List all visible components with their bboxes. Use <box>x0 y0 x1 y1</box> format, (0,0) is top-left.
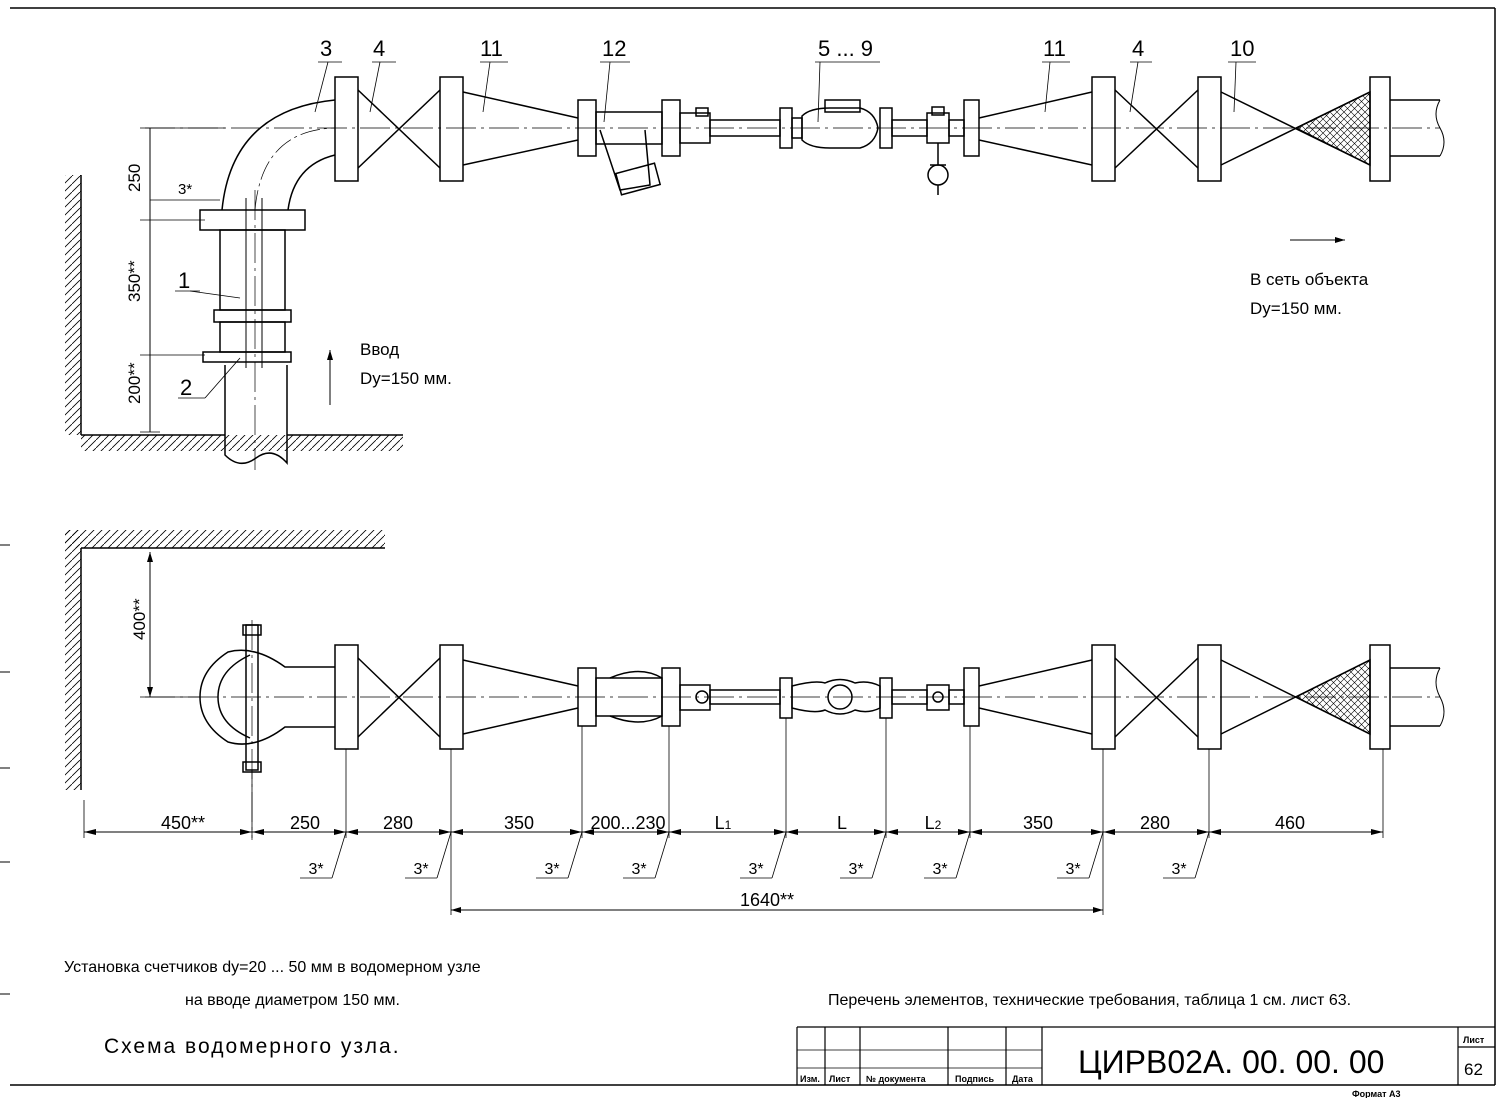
dim-l: L <box>837 813 847 833</box>
dim-200-230: 200...230 <box>590 813 665 833</box>
callout-12: 12 <box>602 36 626 61</box>
gap-3star-3: 3* <box>544 861 559 878</box>
gap-3star-7: 3* <box>932 861 947 878</box>
dim-l1-main: L <box>715 813 725 833</box>
reference-note: Перечень элементов, технические требован… <box>828 992 1351 1009</box>
callout-4-left: 4 <box>373 36 385 61</box>
gap-3star-5: 3* <box>748 861 763 878</box>
drawing-title: Схема водомерного узла. <box>104 1035 401 1058</box>
gap-3star-8: 3* <box>1065 861 1080 878</box>
callout-10: 10 <box>1230 36 1254 61</box>
callout-5-9: 5 ... 9 <box>818 36 873 61</box>
callout-11-right: 11 <box>1043 36 1066 61</box>
note-line-1: Установка счетчиков dy=20 ... 50 мм в во… <box>64 959 481 976</box>
note-line-2: на вводе диаметром 150 мм. <box>185 992 400 1009</box>
dim-280-left: 280 <box>383 813 413 833</box>
title-block <box>796 1026 1495 1085</box>
gap-3star-2: 3* <box>413 861 428 878</box>
callout-3star: 3* <box>178 181 192 198</box>
stamp-col-list: Лист <box>829 1074 851 1084</box>
sheet-label: Лист <box>1463 1035 1485 1045</box>
dim-l1-sub: 1 <box>725 818 732 832</box>
drawing-code: ЦИРВ02А. 00. 00. 00 <box>1078 1044 1384 1080</box>
outlet-label: В сеть объекта <box>1250 270 1369 289</box>
dim-l1: L1 <box>715 813 732 833</box>
callout-3: 3 <box>320 36 332 61</box>
dim-l2-sub: 2 <box>935 818 942 832</box>
dim-350-right: 350 <box>1023 813 1053 833</box>
inlet-diameter: Dy=150 мм. <box>360 369 452 388</box>
dim-250-vertical: 250 <box>125 164 144 192</box>
dim-200-vertical: 200** <box>125 362 144 404</box>
gap-3star-1: 3* <box>308 861 323 878</box>
callout-4-right: 4 <box>1132 36 1144 61</box>
bottom-view <box>65 530 1445 915</box>
stamp-col-doc: № документа <box>866 1074 927 1084</box>
dim-450: 450** <box>161 813 205 833</box>
outlet-diameter: Dy=150 мм. <box>1250 299 1342 318</box>
gap-3star-6: 3* <box>848 861 863 878</box>
dim-280-right: 280 <box>1140 813 1170 833</box>
stamp-col-sign: Подпись <box>955 1074 995 1084</box>
dim-460: 460 <box>1275 813 1305 833</box>
stamp-col-date: Дата <box>1012 1074 1034 1084</box>
dim-400-vertical: 400** <box>130 598 149 640</box>
dim-1640: 1640** <box>740 890 794 910</box>
gap-3star-4: 3* <box>631 861 646 878</box>
top-view <box>65 61 1445 470</box>
dim-250: 250 <box>290 813 320 833</box>
callout-11-left: 11 <box>480 36 503 61</box>
stamp-col-izm: Изм. <box>800 1074 820 1084</box>
callout-1: 1 <box>178 268 190 293</box>
dim-l2-main: L <box>925 813 935 833</box>
sheet-frame <box>0 7 1496 1086</box>
format-label: Формат А3 <box>1352 1089 1401 1098</box>
dim-350-vertical: 350** <box>125 260 144 302</box>
dim-350-left: 350 <box>504 813 534 833</box>
sheet-number: 62 <box>1464 1060 1483 1079</box>
callout-2: 2 <box>180 375 192 400</box>
inlet-label: Ввод <box>360 340 399 359</box>
gap-3star-9: 3* <box>1171 861 1186 878</box>
dim-l2: L2 <box>925 813 942 833</box>
